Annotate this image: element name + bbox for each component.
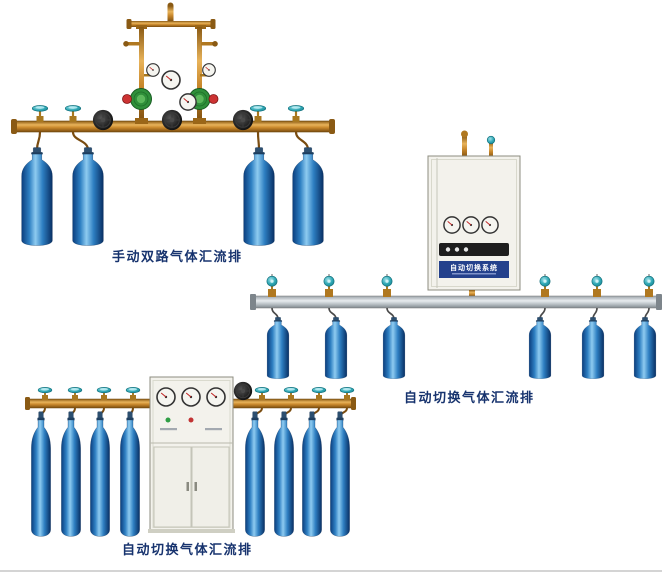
- cylinder-valve-icon: [591, 274, 603, 290]
- door-handle: [186, 482, 189, 491]
- pressure-gauge-icon: [202, 63, 216, 77]
- indicator-light: [454, 247, 460, 252]
- cylinder-valve-icon: [37, 386, 53, 399]
- gas-cylinder: [31, 411, 51, 537]
- drop-pipe-left: [139, 27, 144, 124]
- cabinet-top-fittings: [461, 130, 496, 158]
- cylinder-valve-icon: [67, 386, 83, 399]
- pressure-gauge-icon: [206, 387, 226, 407]
- manifold-pipe: [252, 295, 660, 309]
- pressure-regulator-icon: [122, 88, 152, 110]
- cylinder-valves: [31, 104, 305, 122]
- cylinder-valves: [37, 386, 355, 400]
- header-pipe: [131, 21, 211, 27]
- cabinet-title-text: 自动切换系统: [450, 263, 498, 272]
- gas-cylinder: [243, 147, 275, 246]
- pressure-gauge-icon: [146, 63, 160, 77]
- cylinder-valve-icon: [311, 386, 327, 399]
- pressure-gauge-icon: [481, 216, 499, 234]
- indicator-panel: [439, 243, 509, 256]
- valve-handwheel-icon: [233, 381, 253, 401]
- gas-cylinder: [302, 411, 322, 537]
- header-pipe-assembly: [123, 2, 218, 124]
- cylinder-valves: [266, 274, 655, 297]
- cylinder-valve-icon: [539, 274, 551, 290]
- cylinder-valve-icon: [31, 104, 49, 118]
- indicator-light: [445, 247, 451, 252]
- gas-cylinder: [292, 147, 324, 246]
- cylinder-valve-icon: [381, 274, 393, 290]
- cylinder-valve-icon: [125, 386, 141, 399]
- valve-handwheel-icon: [161, 109, 183, 131]
- cabinet-door-left: [153, 446, 192, 528]
- product-label-manual-dual: 手动双路气体汇流排: [112, 249, 243, 264]
- cylinder-hoses: [35, 131, 310, 151]
- pressure-gauge-icon: [181, 387, 201, 407]
- gas-cylinder: [61, 411, 81, 537]
- cylinder-valve-icon: [96, 386, 112, 399]
- cylinder-valve-icon: [287, 104, 305, 118]
- gas-cylinder: [120, 411, 140, 537]
- gas-cylinder: [528, 317, 552, 379]
- product-label-auto-switch-floor: 自动切换气体汇流排: [122, 542, 253, 557]
- pressure-gauge-icon: [443, 216, 461, 234]
- cylinder-valve-icon: [323, 274, 335, 290]
- product-label-auto-switch-wall: 自动切换气体汇流排: [404, 390, 535, 405]
- cylinder-valve-icon: [266, 274, 278, 290]
- cabinet-door-right: [191, 446, 230, 528]
- cylinder-valve-icon: [283, 386, 299, 399]
- cylinder-valve-icon: [249, 104, 267, 118]
- pressure-gauge-icon: [462, 216, 480, 234]
- gas-cylinder: [330, 411, 350, 537]
- cylinder-valve-icon: [254, 386, 270, 399]
- valve-handwheel-icon: [92, 109, 114, 131]
- illustration-auto-switch-wall: 自动切换系统: [250, 130, 662, 379]
- illustration-manual-dual-manifold: [11, 2, 335, 246]
- cylinder-valve-icon: [643, 274, 655, 290]
- gas-cylinder: [581, 317, 605, 379]
- door-handle: [194, 482, 197, 491]
- gas-cylinder: [266, 317, 290, 379]
- indicator-light: [165, 417, 171, 423]
- gas-cylinder: [324, 317, 348, 379]
- gas-cylinder: [382, 317, 406, 379]
- gas-cylinder: [21, 147, 53, 246]
- gas-cylinder: [72, 147, 104, 246]
- pressure-gauge-icon: [179, 93, 197, 111]
- pressure-gauge-icon: [161, 70, 181, 90]
- gas-cylinder: [245, 411, 265, 537]
- gas-cylinder: [633, 317, 657, 379]
- indicator-light: [463, 247, 469, 252]
- illustration-auto-switch-floor: [25, 376, 356, 537]
- indicator-light: [188, 417, 194, 423]
- pressure-gauge-icon: [156, 387, 176, 407]
- gas-cylinder: [90, 411, 110, 537]
- gas-cylinder: [274, 411, 294, 537]
- drop-pipe-right: [197, 27, 202, 124]
- cylinder-valve-icon: [64, 104, 82, 118]
- valve-handwheel-icon: [232, 109, 254, 131]
